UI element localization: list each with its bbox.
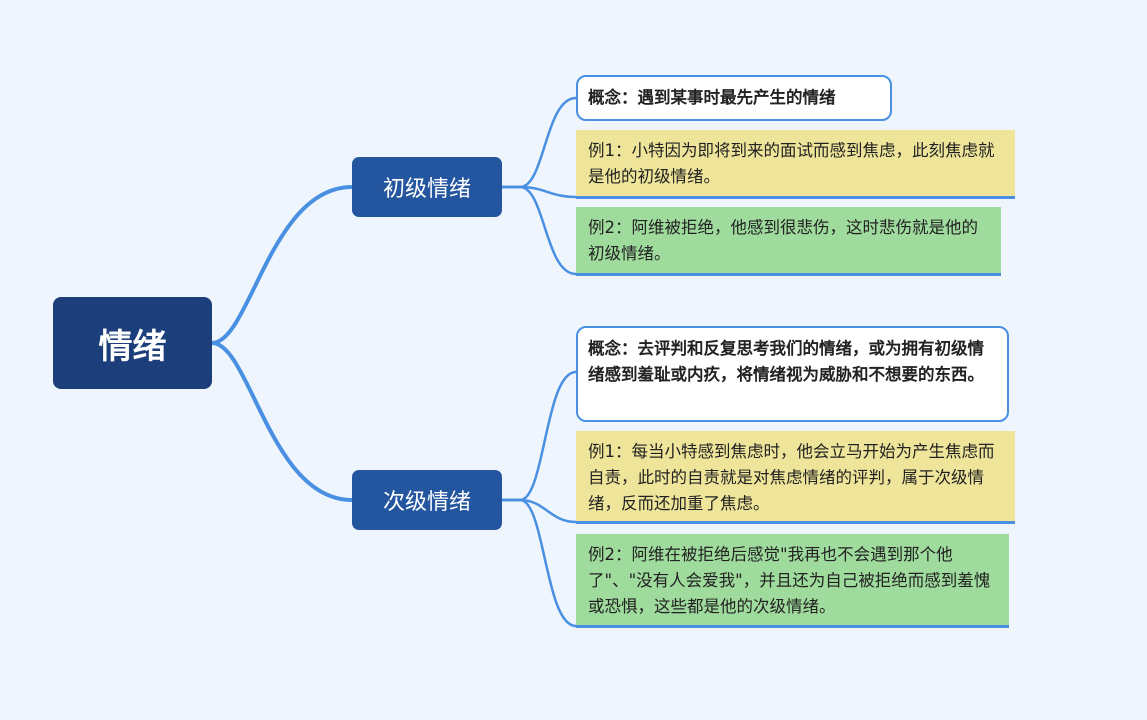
- link-secondary-ex2: [502, 498, 577, 628]
- link-root-primary: [211, 185, 353, 345]
- link-secondary-concept: [502, 370, 577, 502]
- link-root-secondary: [211, 341, 353, 502]
- root-node[interactable]: 情绪: [53, 297, 212, 389]
- branch-label: 初级情绪: [382, 177, 471, 202]
- example-text: 例1：小特因为即将到来的面试而感到焦虑，此刻焦虑就是他的初级情绪。: [588, 141, 995, 186]
- secondary-concept-node[interactable]: 概念：去评判和反复思考我们的情绪，或为拥有初级情绪感到羞耻或内疚，将情绪视为威胁…: [576, 326, 1009, 422]
- concept-text: 概念：去评判和反复思考我们的情绪，或为拥有初级情绪感到羞耻或内疚，将情绪视为威胁…: [588, 339, 984, 384]
- link-primary-ex1: [502, 185, 577, 199]
- link-primary-ex2: [502, 185, 577, 276]
- example-text: 例1：每当小特感到焦虑时，他会立马开始为产生焦虑而自责，此时的自责就是对焦虑情绪…: [588, 442, 995, 513]
- branch-secondary-emotion[interactable]: 次级情绪: [352, 470, 502, 530]
- primary-example-2-node[interactable]: 例2：阿维被拒绝，他感到很悲伤，这时悲伤就是他的初级情绪。: [576, 207, 1001, 276]
- link-secondary-ex1: [502, 498, 577, 524]
- example-text: 例2：阿维被拒绝，他感到很悲伤，这时悲伤就是他的初级情绪。: [588, 218, 978, 263]
- example-text: 例2：阿维在被拒绝后感觉"我再也不会遇到那个他了"、"没有人会爱我"，并且还为自…: [588, 545, 991, 616]
- secondary-example-1-node[interactable]: 例1：每当小特感到焦虑时，他会立马开始为产生焦虑而自责，此时的自责就是对焦虑情绪…: [576, 431, 1015, 524]
- branch-primary-emotion[interactable]: 初级情绪: [352, 157, 502, 217]
- primary-concept-node[interactable]: 概念：遇到某事时最先产生的情绪: [576, 75, 892, 121]
- concept-text: 概念：遇到某事时最先产生的情绪: [588, 88, 836, 107]
- link-primary-concept: [502, 96, 577, 189]
- secondary-example-2-node[interactable]: 例2：阿维在被拒绝后感觉"我再也不会遇到那个他了"、"没有人会爱我"，并且还为自…: [576, 534, 1009, 628]
- branch-label: 次级情绪: [382, 490, 471, 515]
- primary-example-1-node[interactable]: 例1：小特因为即将到来的面试而感到焦虑，此刻焦虑就是他的初级情绪。: [576, 130, 1015, 199]
- root-label: 情绪: [98, 326, 167, 367]
